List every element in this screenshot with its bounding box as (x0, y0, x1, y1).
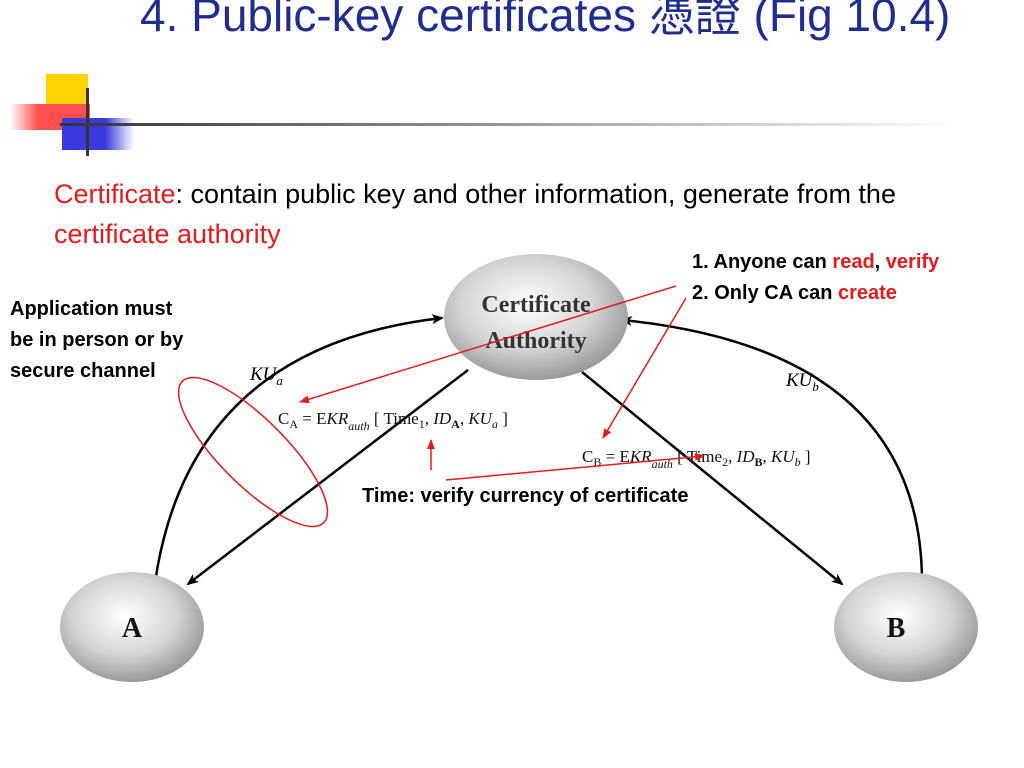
logo-vertical-line (86, 88, 89, 156)
rights-line-1: 1. Anyone can read, verify (692, 251, 940, 273)
certificate-term: Certificate (54, 179, 176, 209)
node-a-label: A (122, 613, 143, 644)
ca-to-b-line (581, 371, 844, 586)
ca-to-a-line (186, 369, 469, 586)
application-note: Application must be in person or by secu… (10, 294, 183, 387)
ku-a-highlight-ellipse (177, 376, 329, 528)
certificate-definition: Certificate: contain public key and othe… (54, 174, 1014, 254)
time-arrow-to-cert-b (445, 452, 705, 481)
rights-note: 1. Anyone can read, verify 2. Only CA ca… (692, 247, 939, 309)
ca-node (444, 254, 628, 380)
ku-a-arc (148, 314, 444, 641)
ca-label-line2: Authority (485, 328, 586, 354)
certificate-definition-text: : contain public key and other informati… (175, 179, 896, 209)
slide-title: 4. Public-key certificates 憑證 (Fig 10.4) (140, 0, 951, 41)
node-b-label: B (887, 613, 906, 644)
application-line-1: Application must (10, 298, 173, 320)
node-b-shape (834, 572, 978, 682)
rights-line-2: 2. Only CA can create (692, 282, 897, 304)
ku-b-arc (620, 316, 924, 581)
time-note: Time: verify currency of certificate (362, 485, 689, 507)
key-a-base: KU (249, 364, 278, 385)
rights-read: read (832, 251, 875, 273)
cert-b-formula: CB = EKRauth [ Time2, IDB, KUb ] (582, 447, 811, 471)
rights-verify: verify (885, 251, 940, 273)
key-a-label: KUa (249, 364, 283, 388)
title-underline (60, 123, 960, 126)
rights-create: create (837, 282, 897, 304)
ca-label-line1: Certificate (481, 292, 591, 318)
key-b-label: KUb (785, 370, 819, 394)
application-line-3: secure channel (10, 360, 156, 382)
certificate-authority-term: certificate authority (54, 219, 281, 249)
key-b-sub: b (812, 379, 819, 394)
create-arrow-to-cert-b (602, 297, 687, 439)
key-b-base: KU (785, 370, 814, 391)
application-line-2: be in person or by (10, 329, 184, 351)
cert-a-formula: CA = EKRauth [ Time1, IDA, KUa ] (278, 409, 508, 433)
node-a-shape (60, 572, 204, 682)
read-verify-arrow-to-cert-a (299, 285, 677, 404)
key-a-sub: a (276, 373, 283, 388)
